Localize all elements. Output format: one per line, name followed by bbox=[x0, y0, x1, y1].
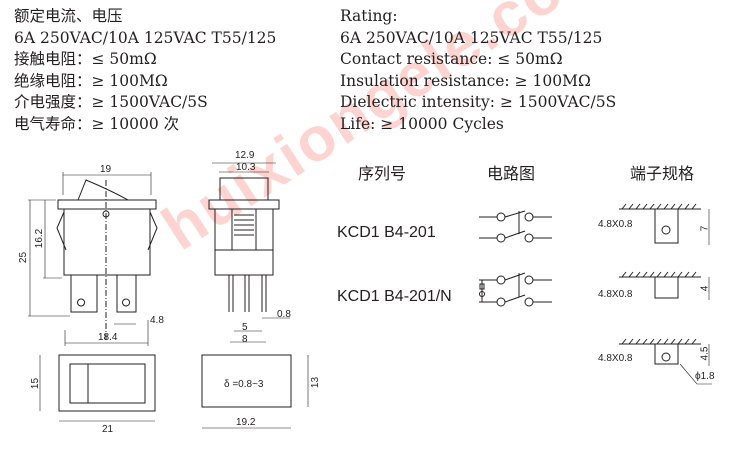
dim-body-height: 16.2 bbox=[34, 228, 46, 249]
spec-line: Rating: bbox=[340, 7, 398, 25]
spec-line: 绝缘电阻：≥ 100MΩ bbox=[14, 71, 168, 90]
spec-line: Insulation resistance: ≥ 100MΩ bbox=[340, 71, 591, 90]
spec-line: Dielectric intensity: ≥ 1500VAC/5S bbox=[340, 93, 617, 111]
dim-terminal-width: 4.8 bbox=[150, 315, 164, 326]
dim-bezel-width: 21 bbox=[102, 424, 114, 435]
dim-bezel-height: 15 bbox=[30, 377, 42, 390]
dim-front-height: 25 bbox=[18, 251, 30, 264]
model-name: KCD1 B4-201 bbox=[337, 224, 436, 241]
header-terminal: 端子规格 bbox=[630, 164, 695, 183]
model-name: KCD1 B4-201/N bbox=[337, 288, 452, 305]
spec-line: 6A 250VAC/10A 125VAC T55/125 bbox=[340, 28, 603, 47]
terminal-size: 4.8X0.8 bbox=[598, 219, 633, 230]
circuit-diagrams bbox=[479, 210, 552, 307]
header-circuit: 电路图 bbox=[487, 164, 536, 183]
terminal-dim: 4.5 bbox=[699, 346, 711, 361]
spec-line: 电气寿命：≥ 10000 次 bbox=[14, 114, 180, 133]
dim-side-inner: 10.3 bbox=[236, 162, 256, 173]
terminal-dim: 7 bbox=[699, 225, 711, 232]
terminal-dim: 4 bbox=[699, 285, 711, 292]
specs-chinese: 额定电流、电压 6A 250VAC/10A 125VAC T55/125 接触电… bbox=[14, 6, 276, 135]
terminal-size: 4.8X0.8 bbox=[598, 353, 633, 364]
terminal-size: 4.8X0.8 bbox=[598, 289, 633, 300]
front-view bbox=[28, 172, 158, 422]
terminal-specs bbox=[619, 203, 712, 385]
dim-terminal-span: 18.4 bbox=[98, 332, 118, 343]
spec-line: 介电强度：≥ 1500VAC/5S bbox=[14, 93, 208, 111]
specs-english: Rating: 6A 250VAC/10A 125VAC T55/125 Con… bbox=[340, 6, 616, 135]
terminal-hole: ϕ1.8 bbox=[695, 371, 715, 382]
spec-line: 接触电阻：≤ 50mΩ bbox=[14, 50, 157, 68]
dim-side-outer: 12.9 bbox=[235, 150, 255, 161]
dim-pin-gap: 5 bbox=[242, 322, 248, 333]
spec-line: Contact resistance: ≤ 50mΩ bbox=[340, 50, 563, 68]
spec-line: Life: ≥ 10000 Cycles bbox=[340, 114, 504, 133]
dim-pin-span: 8 bbox=[242, 334, 248, 345]
dim-cutout-height: 13 bbox=[310, 376, 322, 389]
dim-cutout-width: 19.2 bbox=[236, 417, 256, 428]
panel-thickness: δ =0.8~3 bbox=[224, 379, 264, 390]
spec-line: 额定电流、电压 bbox=[14, 7, 123, 25]
dim-pin-thickness: 0.8 bbox=[277, 309, 291, 320]
side-view bbox=[201, 162, 309, 429]
header-serial: 序列号 bbox=[358, 164, 407, 183]
dim-front-width: 19 bbox=[100, 164, 112, 175]
spec-line: 6A 250VAC/10A 125VAC T55/125 bbox=[14, 28, 277, 47]
